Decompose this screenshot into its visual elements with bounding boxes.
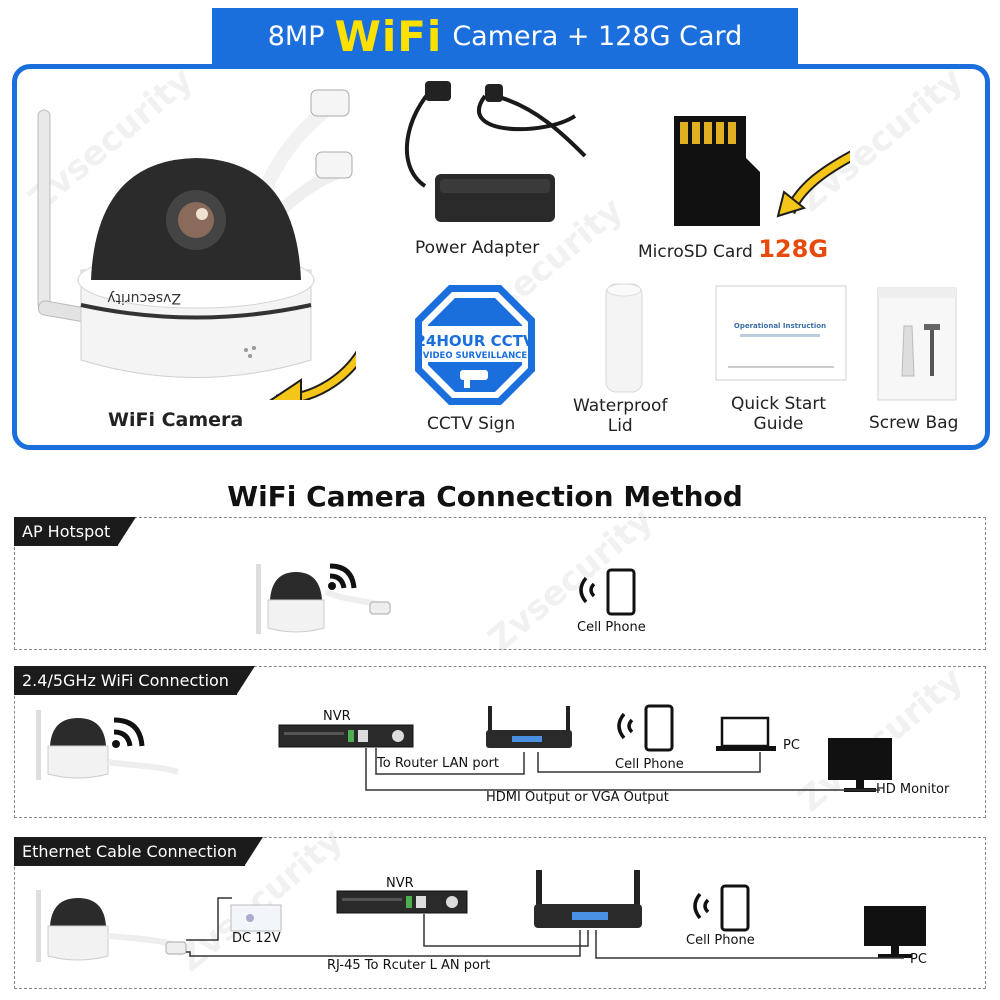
banner-prefix: 8MP (267, 20, 325, 52)
microsd-label-row: MicroSD Card 128G (638, 235, 828, 263)
ethernet-router-image (534, 870, 642, 928)
camera-brand-text: Zvsecurity (107, 290, 181, 306)
cctv-sign-image: 24HOUR CCTV VIDEO SURVEILLANCE (415, 285, 535, 405)
dc-power-socket-image (230, 904, 282, 932)
lid-label-line2: Lid (607, 416, 633, 436)
ethernet-pc-label: PC (910, 952, 927, 967)
wifi-phone-label: Cell Phone (615, 757, 684, 772)
hdmi-output-label: HDMI Output or VGA Output (486, 790, 669, 805)
ethernet-connection-panel: Ethernet Cable Connection (14, 837, 986, 989)
router-lan-port-label: To Router LAN port (377, 756, 499, 771)
banner-wifi: WiFi (334, 11, 443, 61)
cctv-sign-label: CCTV Sign (427, 414, 516, 434)
title-banner: 8MP WiFi Camera + 128G Card (212, 8, 798, 64)
ap-phone-icon (579, 568, 636, 616)
power-adapter-image (404, 81, 587, 222)
connection-method-title: WiFi Camera Connection Method (227, 480, 743, 513)
screw-bag-image (877, 287, 957, 401)
wifi-connection-panel: 2.4/5GHz WiFi Connection (14, 666, 986, 818)
ethernet-phone-label: Cell Phone (686, 933, 755, 948)
ethernet-nvr-image (336, 890, 468, 914)
wifi-camera-small-image (36, 710, 179, 780)
ap-camera-image (256, 563, 392, 634)
guide-label-line2: Guide (753, 414, 804, 434)
microsd-label: MicroSD Card (638, 242, 753, 262)
ethernet-phone-icon (693, 884, 750, 932)
ap-hotspot-tab: AP Hotspot (14, 517, 137, 546)
lid-label: Waterproof Lid (573, 396, 667, 436)
quick-start-guide-image: Operational Instruction (715, 285, 847, 381)
power-adapter-label: Power Adapter (415, 238, 540, 258)
wifi-router-image (486, 706, 572, 748)
camera-label: WiFi Camera (108, 409, 244, 431)
microsd-size: 128G (758, 235, 829, 263)
wifi-camera-image: Zvsecurity (37, 89, 356, 400)
cctv-sign-line2: VIDEO SURVEILLANCE (423, 351, 528, 361)
ap-phone-label: Cell Phone (577, 620, 646, 635)
wifi-phone-icon (617, 704, 674, 752)
cctv-sign-line1: 24HOUR CCTV (416, 332, 535, 350)
lid-label-line1: Waterproof (573, 396, 668, 416)
guide-title-text: Operational Instruction (734, 322, 826, 330)
screw-bag-label: Screw Bag (869, 413, 959, 433)
dc-12v-label: DC 12V (232, 931, 281, 946)
ap-hotspot-panel: AP Hotspot (14, 517, 986, 650)
ethernet-pc-monitor-image (864, 906, 926, 958)
package-contents-box (12, 64, 990, 450)
guide-label: Quick Start Guide (731, 394, 826, 434)
wifi-pc-label: PC (783, 738, 800, 753)
pc-laptop-image (716, 716, 776, 751)
wifi-nvr-image (278, 724, 414, 748)
guide-label-line1: Quick Start (731, 394, 827, 414)
banner-suffix: Camera + 128G Card (452, 20, 743, 52)
rj45-port-label: RJ-45 To Rcuter L AN port (327, 958, 491, 973)
wifi-connection-tab: 2.4/5GHz WiFi Connection (14, 666, 255, 695)
ethernet-nvr-label: NVR (386, 876, 414, 891)
ethernet-connection-tab: Ethernet Cable Connection (14, 837, 264, 866)
waterproof-lid-image (605, 283, 643, 393)
wifi-nvr-label: NVR (323, 709, 351, 724)
ethernet-camera-image (36, 890, 187, 962)
microsd-card-image (674, 116, 850, 226)
hd-monitor-label: HD Monitor (876, 782, 950, 797)
